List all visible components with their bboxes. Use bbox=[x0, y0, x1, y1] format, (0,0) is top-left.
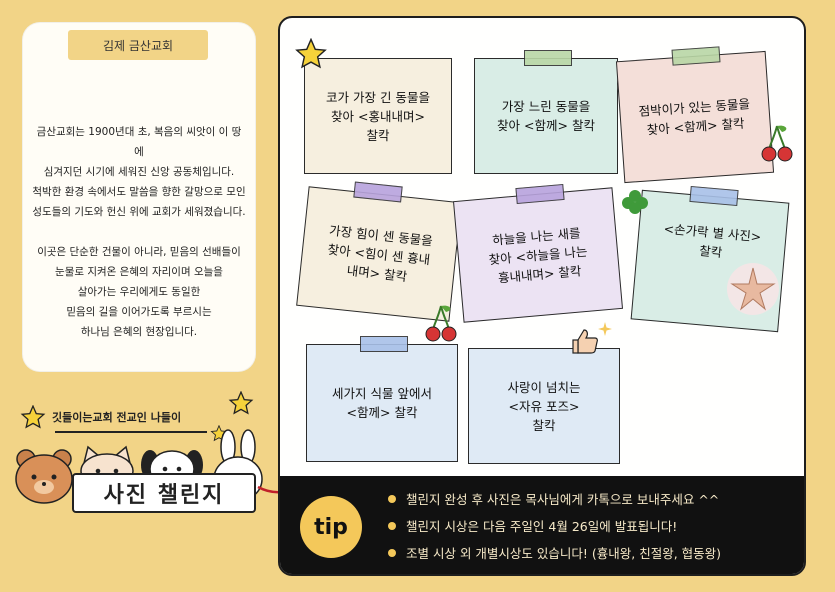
note-text: 점박이가 있는 동물을 찾아 <함께> 찰칵 bbox=[638, 96, 751, 138]
tape bbox=[360, 336, 408, 352]
finger-star-photo-icon bbox=[727, 263, 779, 315]
tape bbox=[671, 46, 721, 66]
star-icon bbox=[20, 405, 46, 429]
tip-badge: tip bbox=[300, 496, 362, 558]
note-text: 사랑이 넘치는 <자유 포즈> 찰칵 bbox=[507, 379, 581, 433]
church-title: 김제 금산교회 bbox=[68, 30, 208, 60]
challenge-note: 점박이가 있는 동물을 찾아 <함께> 찰칵 bbox=[615, 50, 775, 184]
note-text: <손가락 별 사진> 찰칵 bbox=[663, 220, 762, 261]
bear-icon bbox=[15, 449, 73, 504]
note-text: 세가지 식물 앞에서 <함께> 찰칵 bbox=[332, 386, 432, 420]
star-icon bbox=[228, 391, 254, 415]
note-text: 가장 힘이 센 동물을 찾아 <힘이 센 흉내 내며> 찰칵 bbox=[327, 222, 434, 284]
challenge-note: 가장 힘이 센 동물을 찾아 <힘이 센 흉내 내며> 찰칵 bbox=[296, 186, 462, 322]
tip-item: 챌린지 완성 후 사진은 목사님에게 카톡으로 보내주세요 ^^ bbox=[388, 486, 721, 513]
sparkle-icon bbox=[598, 322, 612, 336]
tip-item: 챌린지 시상은 다음 주일인 4월 26일에 발표됩니다! bbox=[388, 513, 721, 540]
tip-bar: tip 챌린지 완성 후 사진은 목사님에게 카톡으로 보내주세요 ^^ 챌린지… bbox=[280, 476, 804, 574]
star-face-icon bbox=[295, 38, 327, 69]
challenge-note: 하늘을 나는 새를 찾아 <하늘을 나는 흉내내며> 찰칵 bbox=[452, 187, 624, 323]
cherry-icon bbox=[425, 305, 457, 342]
challenge-note: 가장 느린 동물을 찾아 <함께> 찰칵 bbox=[474, 58, 618, 174]
challenge-note: 사랑이 넘치는 <자유 포즈> 찰칵 bbox=[468, 348, 620, 464]
tip-list: 챌린지 완성 후 사진은 목사님에게 카톡으로 보내주세요 ^^ 챌린지 시상은… bbox=[388, 486, 721, 567]
tip-item: 조별 시상 외 개별시상도 있습니다! (흉내왕, 친절왕, 협동왕) bbox=[388, 540, 721, 567]
challenge-note: 세가지 식물 앞에서 <함께> 찰칵 bbox=[306, 344, 458, 462]
event-subtitle: 깃들이는교회 전교인 나들이 bbox=[52, 411, 182, 424]
clover-icon bbox=[622, 190, 648, 214]
church-info-card: 김제 금산교회 금산교회는 1900년대 초, 복음의 씨앗이 이 땅에 심겨지… bbox=[22, 22, 256, 372]
challenge-banner: 사진 챌린지 bbox=[72, 473, 256, 513]
cherry-icon bbox=[761, 125, 793, 162]
note-text: 하늘을 나는 새를 찾아 <하늘을 나는 흉내내며> 찰칵 bbox=[488, 224, 588, 286]
subtitle-underline bbox=[55, 431, 207, 433]
note-text: 코가 가장 긴 동물을 찾아 <홍내내며> 찰칵 bbox=[326, 89, 430, 143]
challenge-board: 코가 가장 긴 동물을 찾아 <홍내내며> 찰칵 가장 느린 동물을 찾아 <함… bbox=[278, 16, 806, 576]
note-text: 가장 느린 동물을 찾아 <함께> 찰칵 bbox=[497, 99, 595, 133]
tape bbox=[524, 50, 572, 66]
church-description: 금산교회는 1900년대 초, 복음의 씨앗이 이 땅에 심겨지던 시기에 세워… bbox=[32, 126, 246, 338]
event-area: 깃들이는교회 전교인 나들이 사진 챌린지 bbox=[10, 385, 338, 535]
challenge-note: 코가 가장 긴 동물을 찾아 <홍내내며> 찰칵 bbox=[304, 58, 452, 174]
thumbs-up-icon bbox=[572, 329, 598, 354]
